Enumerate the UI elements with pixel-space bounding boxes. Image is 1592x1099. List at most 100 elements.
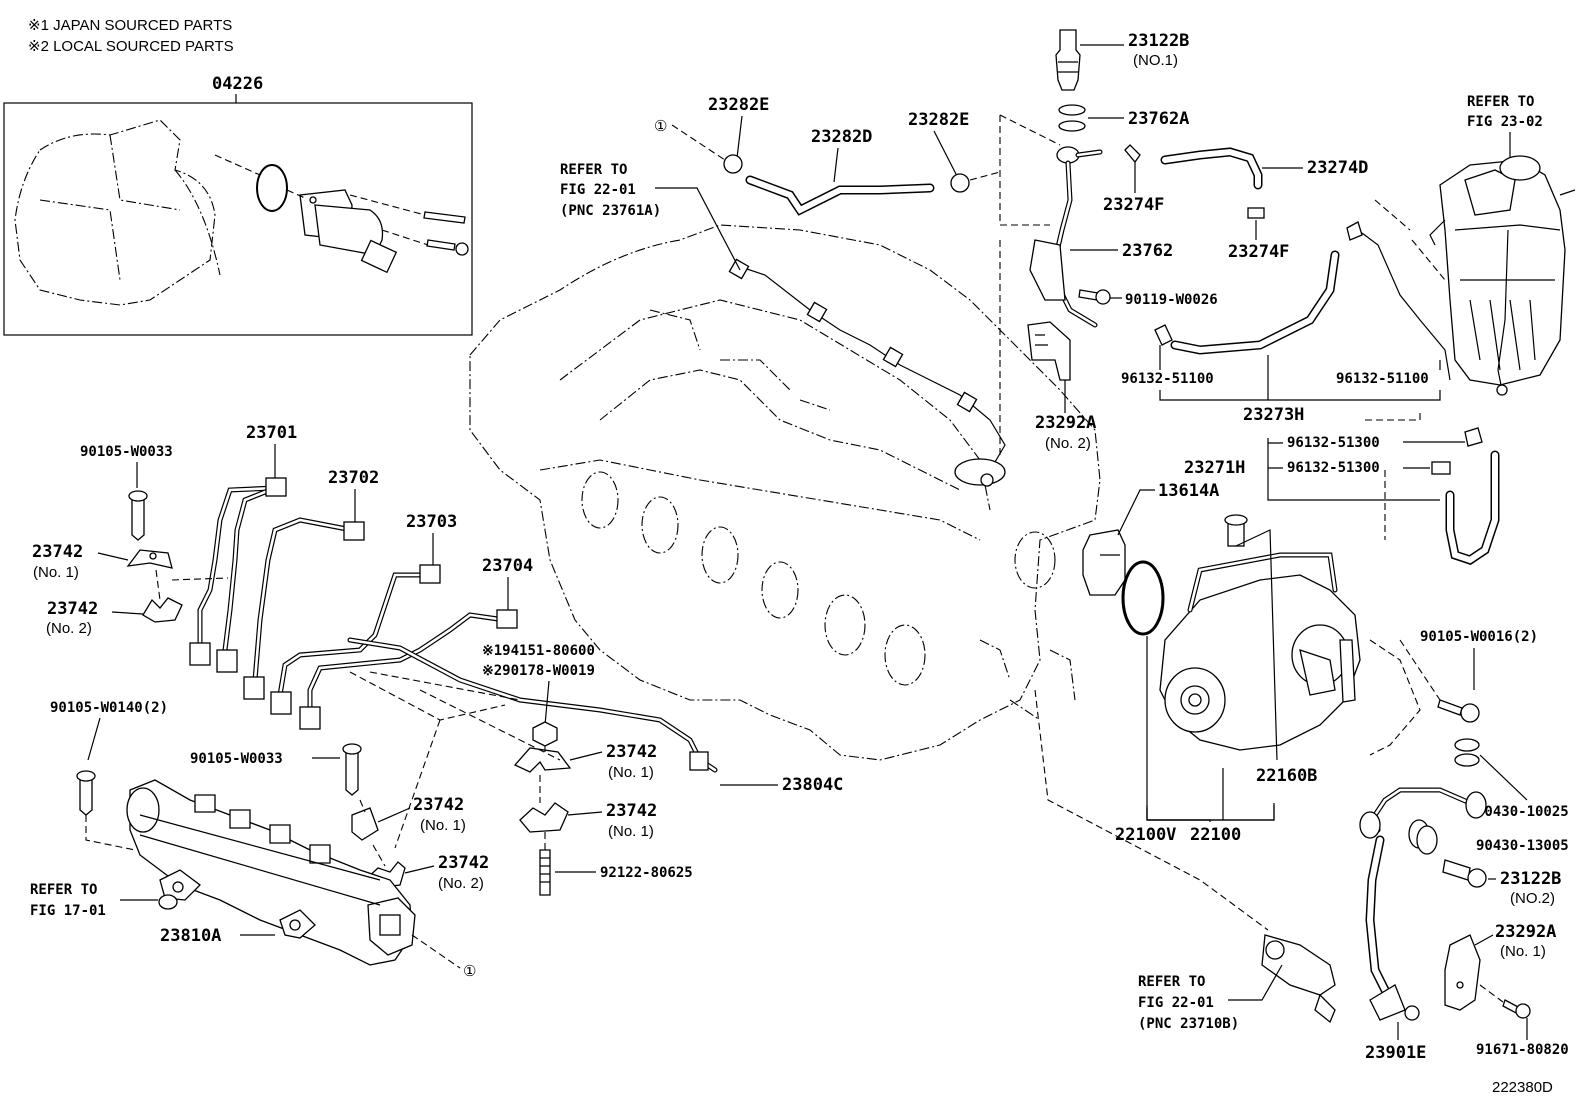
- label-04226: 04226: [212, 74, 263, 94]
- ref-fig-22-01-23761A[interactable]: REFER TO FIG 22-01 (PNC 23761A): [560, 162, 741, 271]
- ref-line-3: (PNC 23761A): [560, 203, 661, 219]
- pipe-23762[interactable]: 23762: [999, 114, 1173, 328]
- label-23704: 23704: [482, 556, 533, 576]
- clip-96132-a: [1154, 324, 1173, 346]
- callout-1-bottom: ①: [463, 963, 476, 980]
- suction-control-valve: [299, 189, 398, 274]
- pipe-23901E[interactable]: 23901E: [1359, 787, 1487, 1063]
- label-23742-no2-a: 23742: [47, 599, 98, 619]
- label-23282D: 23282D: [811, 127, 872, 147]
- label-90105-W0140: 90105-W0140(2): [50, 700, 168, 716]
- nut-194151[interactable]: ※194151-80600 ※290178-W0019: [482, 643, 595, 747]
- hose-23273H[interactable]: 96132-51100 96132-51100 23273H: [1121, 221, 1451, 425]
- bolt-90119-W0026[interactable]: 90119-W0026: [1078, 289, 1218, 308]
- bolt-90105-W0033-a[interactable]: 90105-W0033: [80, 444, 173, 541]
- label-23762A: 23762A: [1128, 109, 1189, 129]
- label-91671-80820: 91671-80820: [1476, 1042, 1569, 1058]
- engine-block-outline: [469, 224, 1101, 761]
- washer-23762A[interactable]: 23762A: [1058, 104, 1189, 132]
- label-23742-no1-d: 23742: [606, 801, 657, 821]
- bracket-23292A-no2[interactable]: 23292A (No. 2): [1027, 321, 1096, 452]
- label-23742-no1-a-sub: (No. 1): [33, 564, 79, 581]
- label-23292A-no1: 23292A: [1495, 922, 1556, 942]
- label-23742-no2-b: 23742: [438, 853, 489, 873]
- label-96132-51100-a: 96132-51100: [1121, 371, 1214, 387]
- note-japan-sourced: ※1 JAPAN SOURCED PARTS: [28, 17, 232, 34]
- bolt-90105-W0033-b[interactable]: 90105-W0033: [190, 743, 362, 796]
- label-90430-13005: 90430-13005: [1476, 838, 1569, 854]
- ref-23710B-line-1: REFER TO: [1138, 974, 1205, 990]
- washer-90430-10025[interactable]: 90430-10025: [1454, 738, 1569, 820]
- kit-04226-frame: [3, 102, 473, 336]
- clamp-23742-no1-d[interactable]: 23742 (No. 1): [519, 801, 657, 840]
- label-23292A-no2: 23292A: [1035, 413, 1096, 433]
- label-23804C: 23804C: [782, 775, 843, 795]
- label-23122B-no1-sub: (NO.1): [1133, 52, 1178, 69]
- clamp-23742-no1-c[interactable]: 23742 (No. 1): [513, 742, 657, 781]
- ref-fig-22-01-23710B[interactable]: REFER TO FIG 22-01 (PNC 23710B): [1034, 689, 1336, 1032]
- kit-bolts: [423, 211, 469, 256]
- callout-1-top: ①: [654, 118, 667, 135]
- label-23742-no1-b: 23742: [413, 795, 464, 815]
- stud-92122-80625[interactable]: 92122-80625: [539, 849, 693, 896]
- label-194151-80600: ※194151-80600: [482, 643, 595, 659]
- bolt-91671-80820[interactable]: 91671-80820: [1476, 984, 1569, 1058]
- label-290178-W0019: ※290178-W0019: [482, 663, 595, 679]
- o-ring: [256, 164, 288, 212]
- clamp-23742-no2-b[interactable]: 23742 (No. 2): [364, 853, 489, 892]
- label-23122B-no1: 23122B: [1128, 31, 1189, 51]
- label-23742-no1-b-sub: (No. 1): [420, 817, 466, 834]
- fuel-filter-assembly[interactable]: REFER TO FIG 23-02: [1374, 94, 1576, 396]
- label-90105-W0033-a: 90105-W0033: [80, 444, 173, 460]
- label-23742-no2-b-sub: (No. 2): [438, 875, 484, 892]
- label-23273H: 23273H: [1243, 405, 1304, 425]
- bolt-90105-W0016[interactable]: 90105-W0016(2): [1399, 629, 1538, 723]
- o-ring-22100V[interactable]: 22100V: [1115, 560, 1176, 845]
- label-90119-W0026: 90119-W0026: [1125, 292, 1218, 308]
- fitting-23122B-no1[interactable]: 23122B (NO.1): [1055, 29, 1189, 91]
- ref-23710B-line-3: (PNC 23710B): [1138, 1016, 1239, 1032]
- bolt-90105-W0140[interactable]: 90105-W0140(2): [50, 700, 168, 851]
- label-23762: 23762: [1122, 241, 1173, 261]
- label-23810A: 23810A: [160, 926, 221, 946]
- label-23282E-left: 23282E: [708, 95, 769, 115]
- label-23742-no1-c: 23742: [606, 742, 657, 762]
- label-23274F-b: 23274F: [1228, 242, 1289, 262]
- bracket-23292A-no1[interactable]: 23292A (No. 1): [1444, 922, 1556, 1011]
- label-90105-W0016: 90105-W0016(2): [1420, 629, 1538, 645]
- label-96132-51300-a: 96132-51300: [1287, 435, 1380, 451]
- label-22160B: 22160B: [1256, 766, 1317, 786]
- label-23742-no1-d-sub: (No. 1): [608, 823, 654, 840]
- clamp-23742-no2-a[interactable]: 23742 (No. 2): [46, 597, 183, 637]
- fuel-inlet-fitting: [954, 458, 1006, 486]
- label-23703: 23703: [406, 512, 457, 532]
- common-rail-23810A[interactable]: 23810A ①: [126, 779, 476, 980]
- hose-23271H[interactable]: 23271H 96132-51300 96132-51300: [1184, 410, 1500, 565]
- fitting-23122B-no2[interactable]: 23122B (NO.2): [1442, 859, 1561, 907]
- gasket-13614A[interactable]: 13614A: [1082, 481, 1219, 596]
- clamp-23742-no1-a[interactable]: 23742 (No. 1): [32, 542, 173, 581]
- clamp-23282E-left: [723, 154, 743, 174]
- kit-04226[interactable]: 04226: [3, 74, 473, 336]
- ref-fig-17-01[interactable]: REFER TO FIG 17-01: [30, 882, 178, 919]
- label-22100-pump: 22100: [1190, 825, 1241, 845]
- label-23292A-no1-sub: (No. 1): [1500, 943, 1546, 960]
- note-local-sourced: ※2 LOCAL SOURCED PARTS: [28, 38, 234, 55]
- label-13614A: 13614A: [1158, 481, 1219, 501]
- ref-17-01-line-1: REFER TO: [30, 882, 97, 898]
- washer-90430-13005[interactable]: 90430-13005: [1408, 819, 1569, 855]
- ref-fig-23-02-line-2: FIG 23-02: [1467, 114, 1543, 130]
- label-23901E: 23901E: [1365, 1043, 1426, 1063]
- label-96132-51100-b: 96132-51100: [1336, 371, 1429, 387]
- clip-23274F-a: [1124, 144, 1141, 164]
- label-92122-80625: 92122-80625: [600, 865, 693, 881]
- hose-23282[interactable]: 23282E 23282D 23282E ①: [654, 95, 1001, 216]
- ref-17-01-line-2: FIG 17-01: [30, 903, 106, 919]
- ref-23710B-line-2: FIG 22-01: [1138, 995, 1214, 1011]
- injection-pipes[interactable]: 23701 23702 23703 23704 2380: [189, 423, 843, 795]
- hose-23274[interactable]: 23274F 23274D 23274F: [1103, 144, 1368, 262]
- supply-pump-22100[interactable]: 22160B 22100: [1146, 514, 1421, 845]
- clamp-23742-no1-b[interactable]: 23742 (No. 1): [351, 795, 466, 841]
